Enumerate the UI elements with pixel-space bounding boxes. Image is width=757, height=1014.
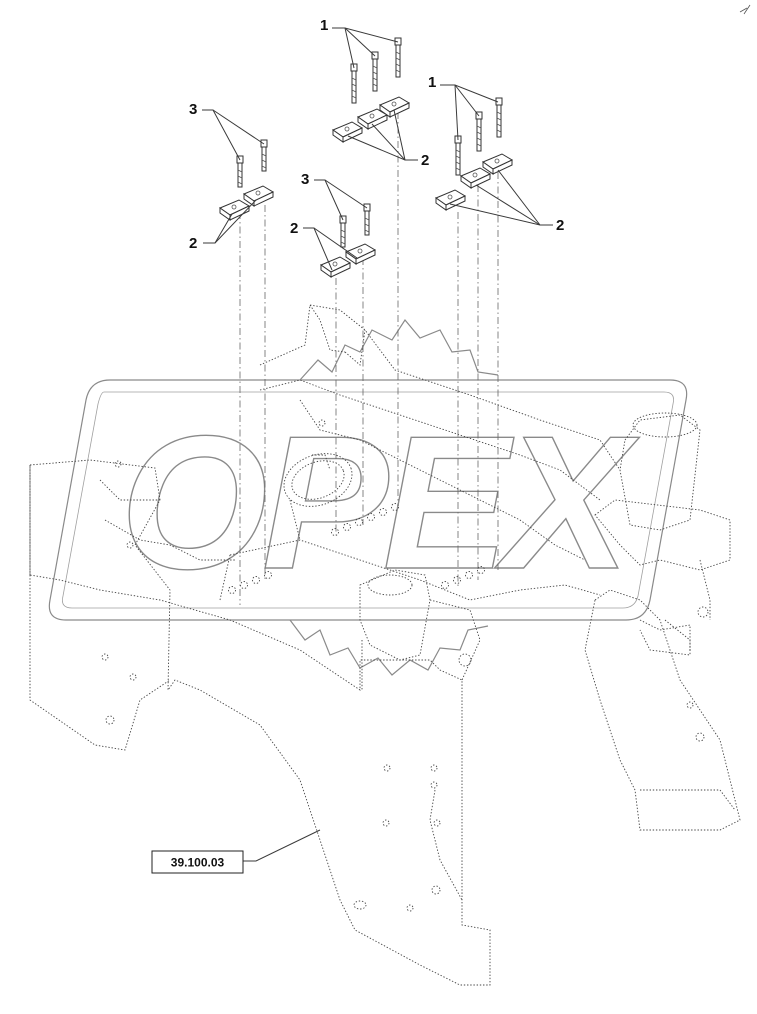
- bolt-set-upper-center: [331, 37, 411, 143]
- bracket-plate: [331, 121, 364, 143]
- callout-3-middle: 3: [301, 171, 309, 188]
- bolt: [260, 139, 268, 172]
- bolt: [394, 37, 402, 78]
- right-housing: [619, 414, 701, 531]
- callout-2-upper-right: 2: [556, 217, 564, 234]
- bolt-row-center: [331, 503, 399, 536]
- bolt-set-upper-right: [434, 97, 514, 211]
- right-leg: [584, 589, 741, 831]
- bolt: [350, 63, 358, 104]
- callout-2-left: 2: [189, 235, 197, 252]
- callout-2-upper-center: 2: [421, 152, 429, 169]
- bolt: [371, 51, 379, 92]
- callout-3-left: 3: [189, 101, 197, 118]
- bracket-plate: [481, 153, 514, 175]
- center-mount: [359, 569, 431, 661]
- opex-watermark: OPEX: [48, 318, 688, 676]
- bolt-row-right: [441, 566, 485, 589]
- pipe-ring: [283, 453, 353, 507]
- reference-callout[interactable]: 39.100.03: [151, 850, 244, 874]
- bracket-plate: [434, 189, 467, 211]
- watermark-frame: [48, 379, 688, 621]
- bolt: [454, 135, 462, 176]
- bolt: [339, 215, 347, 248]
- reference-label: 39.100.03: [171, 856, 225, 870]
- left-side-plate: [29, 459, 491, 986]
- center-channel: [299, 399, 586, 561]
- main-frame-assembly: [29, 304, 741, 986]
- callout-1-upper-right: 1: [428, 74, 436, 91]
- callout-2-middle: 2: [290, 220, 298, 237]
- bolt: [363, 203, 371, 236]
- assembly-center-lines: [239, 112, 499, 605]
- cross-member-top: [259, 304, 621, 471]
- callout-1-upper-center: 1: [320, 17, 328, 34]
- reference-box: [151, 850, 244, 874]
- callout-labels: 1 1 2 2 3 2 3 2: [189, 17, 564, 252]
- bolt-set-left: [218, 139, 275, 221]
- bolt-set-middle: [319, 203, 377, 278]
- bracket-plate: [378, 96, 411, 118]
- bracket-plate: [319, 256, 352, 278]
- corner-mark-icon: [739, 4, 751, 15]
- bolt: [236, 155, 244, 188]
- bracket-plate: [459, 167, 492, 189]
- bracket-plate: [242, 185, 275, 207]
- bolt: [475, 111, 483, 152]
- bolt: [495, 97, 503, 138]
- watermark-text: OPEX: [120, 397, 640, 609]
- bracket-plate: [344, 243, 377, 265]
- watermark-gear-outline-bottom: [289, 619, 489, 676]
- watermark-gear-outline: [299, 318, 499, 381]
- leader-lines: [202, 27, 553, 862]
- bracket-plate: [218, 199, 251, 221]
- bolt-row-left: [228, 571, 272, 594]
